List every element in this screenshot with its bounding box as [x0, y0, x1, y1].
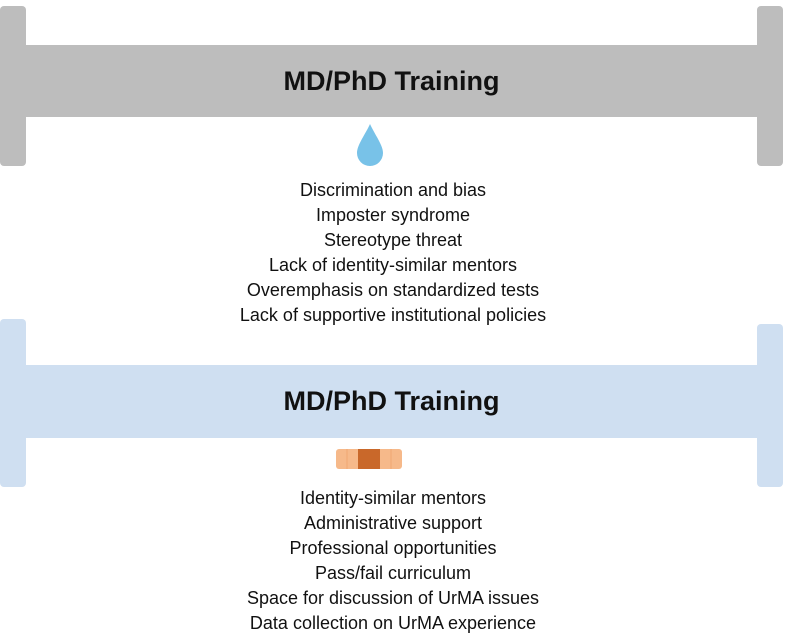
solutions-list: Identity-similar mentors Administrative …: [0, 486, 786, 636]
bottom-pipe-body: MD/PhD Training: [0, 365, 783, 438]
solution-item: Pass/fail curriculum: [314, 563, 472, 583]
water-drop-shape: [357, 124, 383, 166]
barrier-item: Imposter syndrome: [315, 205, 471, 225]
barrier-item: Stereotype threat: [323, 230, 463, 250]
bandage-icon: [336, 449, 402, 469]
solution-item: Identity-similar mentors: [299, 488, 487, 508]
water-drop-icon: [357, 124, 383, 166]
bandage-pad: [358, 449, 380, 469]
barriers-list: Discrimination and bias Imposter syndrom…: [0, 178, 786, 328]
top-pipe-title: MD/PhD Training: [283, 65, 500, 96]
top-pipe-body: MD/PhD Training: [0, 45, 783, 117]
barrier-item: Lack of supportive institutional policie…: [239, 305, 547, 325]
barrier-item: Discrimination and bias: [299, 180, 487, 200]
barrier-item: Overemphasis on standardized tests: [246, 280, 540, 300]
solution-item: Professional opportunities: [289, 538, 497, 558]
solution-item: Administrative support: [303, 513, 483, 533]
bottom-pipe-title: MD/PhD Training: [283, 386, 500, 416]
solution-item: Space for discussion of UrMA issues: [246, 588, 540, 608]
solution-item: Data collection on UrMA experience: [249, 613, 537, 633]
barrier-item: Lack of identity-similar mentors: [268, 255, 518, 275]
